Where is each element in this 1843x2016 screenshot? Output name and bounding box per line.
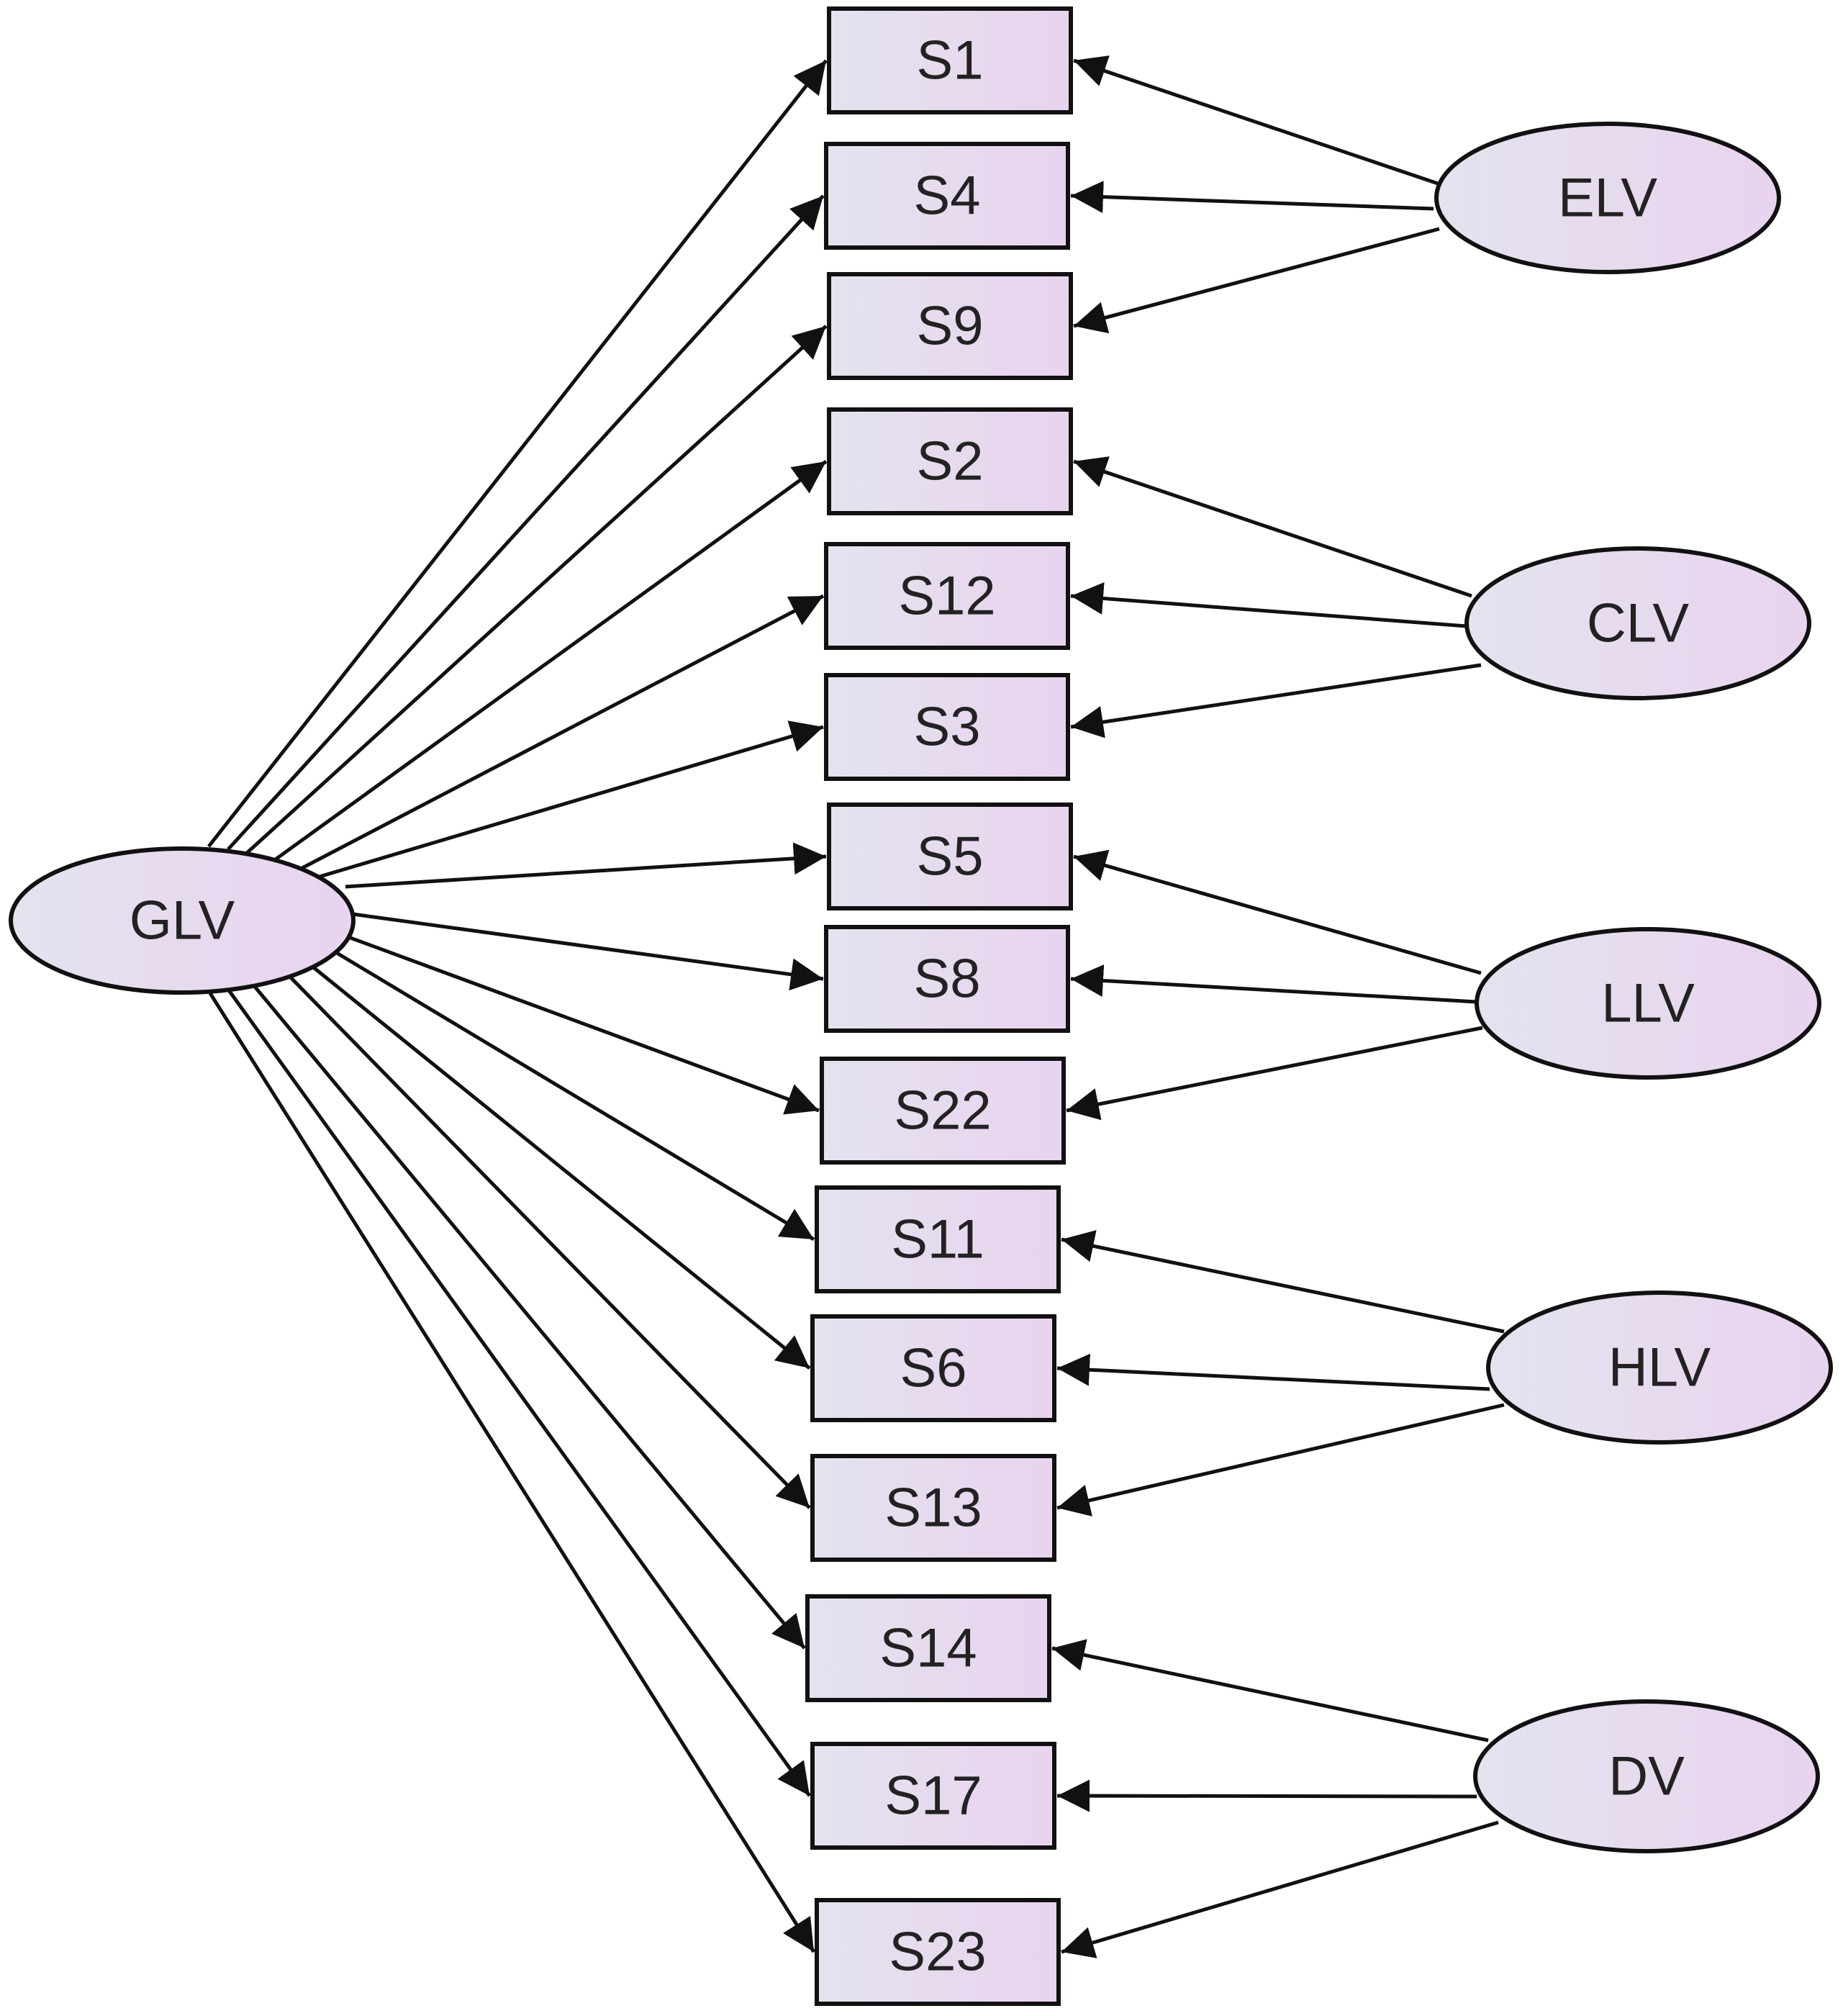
observed-label: S5 — [917, 826, 984, 887]
arrow-glv-to-s9 — [245, 325, 828, 855]
latent-label: LLV — [1601, 973, 1695, 1034]
observed-label: S11 — [891, 1209, 984, 1270]
observed-label: S8 — [914, 949, 981, 1010]
observed-box — [810, 1742, 1056, 1850]
arrow-glv-to-s2 — [272, 459, 828, 863]
observed-box — [820, 1057, 1066, 1165]
observed-node-s11: S11 — [815, 1185, 1061, 1293]
observed-box — [824, 542, 1070, 650]
arrow-dv-to-s14 — [1051, 1639, 1489, 1742]
observed-box — [810, 1314, 1056, 1422]
observed-node-s3: S3 — [824, 673, 1070, 781]
observed-box — [815, 1898, 1061, 2006]
observed-node-s22: S22 — [820, 1057, 1066, 1165]
arrow-llv-to-s5 — [1073, 849, 1482, 975]
latent-label: GLV — [130, 890, 235, 952]
observed-label: S6 — [900, 1338, 967, 1399]
observed-node-s2: S2 — [827, 407, 1073, 515]
observed-node-s14: S14 — [805, 1594, 1051, 1702]
observed-label: S13 — [884, 1478, 982, 1539]
observed-node-s13: S13 — [810, 1454, 1056, 1562]
observed-box — [815, 1185, 1061, 1293]
latent-ellipse — [1473, 1699, 1820, 1853]
arrow-glv-to-s6 — [307, 962, 811, 1370]
observed-label: S2 — [917, 431, 984, 492]
arrow-glv-to-s22 — [336, 931, 820, 1115]
latent-node-llv: LLV — [1475, 927, 1821, 1080]
observed-node-s8: S8 — [824, 925, 1070, 1033]
arrow-glv-to-s11 — [328, 946, 815, 1242]
latent-ellipse — [1486, 1290, 1833, 1445]
latent-node-elv: ELV — [1434, 122, 1781, 274]
arrow-glv-to-s12 — [298, 594, 825, 872]
latent-ellipse — [1475, 927, 1821, 1080]
arrow-llv-to-s8 — [1070, 964, 1477, 1004]
arrow-clv-to-s12 — [1070, 582, 1467, 628]
arrow-glv-to-s23 — [208, 992, 816, 1953]
latent-node-hlv: HLV — [1486, 1290, 1833, 1445]
arrow-glv-to-s1 — [207, 59, 828, 848]
arrow-glv-to-s14 — [250, 982, 806, 1650]
latent-label: ELV — [1558, 168, 1657, 229]
observed-box — [824, 673, 1070, 781]
latent-ellipse — [1434, 122, 1781, 274]
observed-box — [824, 925, 1070, 1033]
latent-label: HLV — [1608, 1337, 1711, 1398]
arrow-glv-to-s17 — [227, 989, 812, 1797]
observed-label: S12 — [898, 566, 995, 627]
observed-label: S17 — [884, 1766, 982, 1827]
arrow-glv-to-s8 — [352, 912, 824, 991]
arrow-elv-to-s1 — [1073, 55, 1441, 186]
observed-label: S1 — [917, 30, 984, 91]
observed-node-s9: S9 — [827, 272, 1073, 380]
observed-box — [827, 803, 1073, 910]
latent-label: DV — [1608, 1746, 1685, 1807]
latent-node-dv: DV — [1473, 1699, 1820, 1853]
observed-node-s1: S1 — [827, 6, 1073, 114]
arrow-hlv-to-s13 — [1056, 1403, 1505, 1516]
observed-label: S22 — [894, 1080, 991, 1142]
observed-node-s12: S12 — [824, 542, 1070, 650]
arrow-elv-to-s9 — [1073, 227, 1440, 334]
path-arrows — [207, 55, 1505, 1958]
observed-box — [827, 272, 1073, 380]
latent-node-clv: CLV — [1464, 546, 1811, 700]
observed-node-s4: S4 — [824, 142, 1070, 250]
observed-node-s6: S6 — [810, 1314, 1056, 1422]
arrow-glv-to-s3 — [319, 720, 824, 879]
arrow-dv-to-s23 — [1061, 1820, 1499, 1958]
observed-label: S23 — [889, 1922, 986, 1983]
observed-box — [827, 6, 1073, 114]
observed-box — [810, 1454, 1056, 1562]
arrow-glv-to-s4 — [227, 194, 825, 851]
observed-label: S9 — [917, 296, 984, 357]
latent-ellipse — [1464, 546, 1811, 700]
observed-node-s23: S23 — [815, 1898, 1061, 2006]
arrow-clv-to-s3 — [1070, 663, 1482, 738]
latent-node-glv: GLV — [9, 846, 356, 995]
arrow-hlv-to-s6 — [1056, 1353, 1490, 1391]
observed-box — [805, 1594, 1051, 1702]
latent-ellipse — [9, 846, 356, 995]
observed-label: S14 — [879, 1618, 977, 1679]
arrow-glv-to-s13 — [284, 970, 811, 1509]
arrow-hlv-to-s11 — [1061, 1230, 1505, 1334]
observed-box — [824, 142, 1070, 250]
observed-box — [827, 407, 1073, 515]
observed-label: S4 — [914, 166, 981, 227]
latent-label: CLV — [1587, 593, 1690, 654]
arrow-clv-to-s2 — [1073, 456, 1472, 598]
observed-node-s5: S5 — [827, 803, 1073, 910]
arrow-elv-to-s4 — [1070, 181, 1434, 214]
arrow-llv-to-s22 — [1066, 1026, 1483, 1121]
observed-label: S3 — [914, 697, 981, 758]
arrow-glv-to-s5 — [345, 842, 827, 889]
observed-node-s17: S17 — [810, 1742, 1056, 1850]
